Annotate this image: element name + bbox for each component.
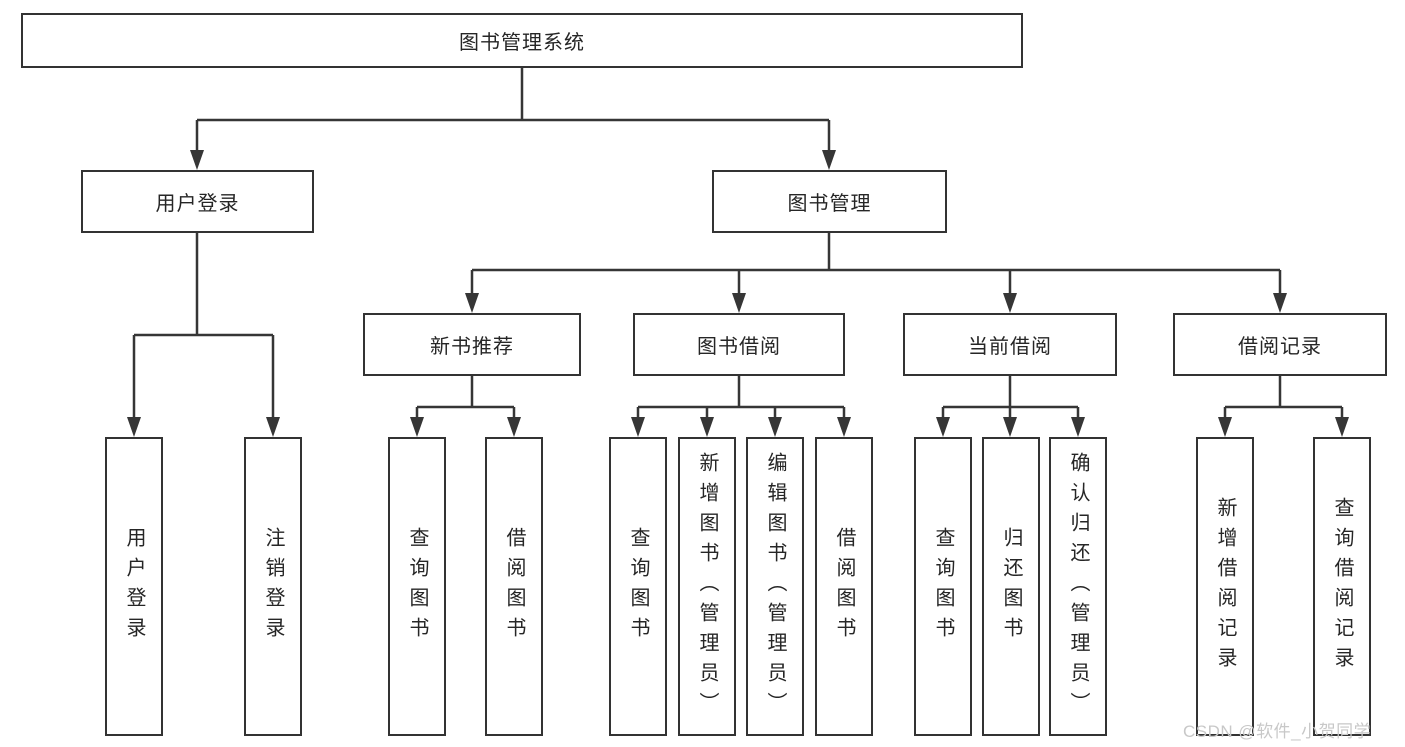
node-label: 用户登录 bbox=[123, 526, 145, 647]
node-label: 归还图书 bbox=[1000, 526, 1022, 647]
node-label: 借阅图书 bbox=[833, 526, 855, 647]
node-label: 新书推荐 bbox=[430, 336, 514, 358]
node-label: 注销登录 bbox=[262, 526, 284, 647]
arrowhead bbox=[1218, 417, 1232, 437]
node-label: 查询借阅记录 bbox=[1331, 496, 1353, 677]
node-borrowing-records: 借阅记录 bbox=[1173, 313, 1387, 376]
arrowhead bbox=[732, 293, 746, 313]
node-label: 确认归还（管理员） bbox=[1067, 451, 1089, 722]
arrowhead bbox=[410, 417, 424, 437]
node-label: 用户登录 bbox=[155, 193, 240, 215]
node-new-book-recommend: 新书推荐 bbox=[363, 313, 581, 376]
leaf-newbooks-query-book: 查询图书 bbox=[388, 437, 446, 736]
arrowhead bbox=[507, 417, 521, 437]
node-label: 图书管理系统 bbox=[459, 32, 585, 54]
node-label: 查询图书 bbox=[406, 526, 428, 647]
leaf-borrowing-add-book-admin: 新增图书（管理员） bbox=[678, 437, 736, 736]
arrowhead bbox=[1273, 293, 1287, 313]
leaf-records-add-record: 新增借阅记录 bbox=[1196, 437, 1254, 736]
arrowhead bbox=[936, 417, 950, 437]
node-label: 查询图书 bbox=[932, 526, 954, 647]
node-label: 借阅记录 bbox=[1238, 336, 1322, 358]
leaf-borrowing-edit-book-admin: 编辑图书（管理员） bbox=[746, 437, 804, 736]
node-book-borrowing: 图书借阅 bbox=[633, 313, 845, 376]
leaf-borrowing-borrow-book: 借阅图书 bbox=[815, 437, 873, 736]
node-label: 新增借阅记录 bbox=[1214, 496, 1236, 677]
node-label: 借阅图书 bbox=[503, 526, 525, 647]
leaf-current-query-book: 查询图书 bbox=[914, 437, 972, 736]
node-book-management: 图书管理 bbox=[712, 170, 947, 233]
arrowhead bbox=[768, 417, 782, 437]
arrowhead bbox=[1335, 417, 1349, 437]
arrowhead bbox=[127, 417, 141, 437]
arrowhead bbox=[700, 417, 714, 437]
arrowhead bbox=[822, 150, 836, 170]
arrowhead bbox=[266, 417, 280, 437]
node-label: 图书借阅 bbox=[697, 336, 781, 358]
node-label: 新增图书（管理员） bbox=[696, 451, 718, 722]
node-current-borrowing: 当前借阅 bbox=[903, 313, 1117, 376]
arrowhead bbox=[190, 150, 204, 170]
leaf-current-confirm-return-admin: 确认归还（管理员） bbox=[1049, 437, 1107, 736]
arrowhead bbox=[631, 417, 645, 437]
arrowhead bbox=[465, 293, 479, 313]
node-label: 当前借阅 bbox=[968, 336, 1052, 358]
leaf-logout: 注销登录 bbox=[244, 437, 302, 736]
node-root-library-system: 图书管理系统 bbox=[21, 13, 1023, 68]
arrowhead bbox=[1003, 417, 1017, 437]
node-label: 查询图书 bbox=[627, 526, 649, 647]
leaf-records-query-record: 查询借阅记录 bbox=[1313, 437, 1371, 736]
arrowhead bbox=[1071, 417, 1085, 437]
leaf-borrowing-query-book: 查询图书 bbox=[609, 437, 667, 736]
node-user-login: 用户登录 bbox=[81, 170, 314, 233]
arrowhead bbox=[1003, 293, 1017, 313]
leaf-newbooks-borrow-book: 借阅图书 bbox=[485, 437, 543, 736]
leaf-user-login: 用户登录 bbox=[105, 437, 163, 736]
arrowhead bbox=[837, 417, 851, 437]
node-label: 图书管理 bbox=[787, 193, 872, 215]
leaf-current-return-book: 归还图书 bbox=[982, 437, 1040, 736]
node-label: 编辑图书（管理员） bbox=[764, 451, 786, 722]
csdn-watermark: CSDN @软件_小贺同学 bbox=[1183, 722, 1372, 741]
